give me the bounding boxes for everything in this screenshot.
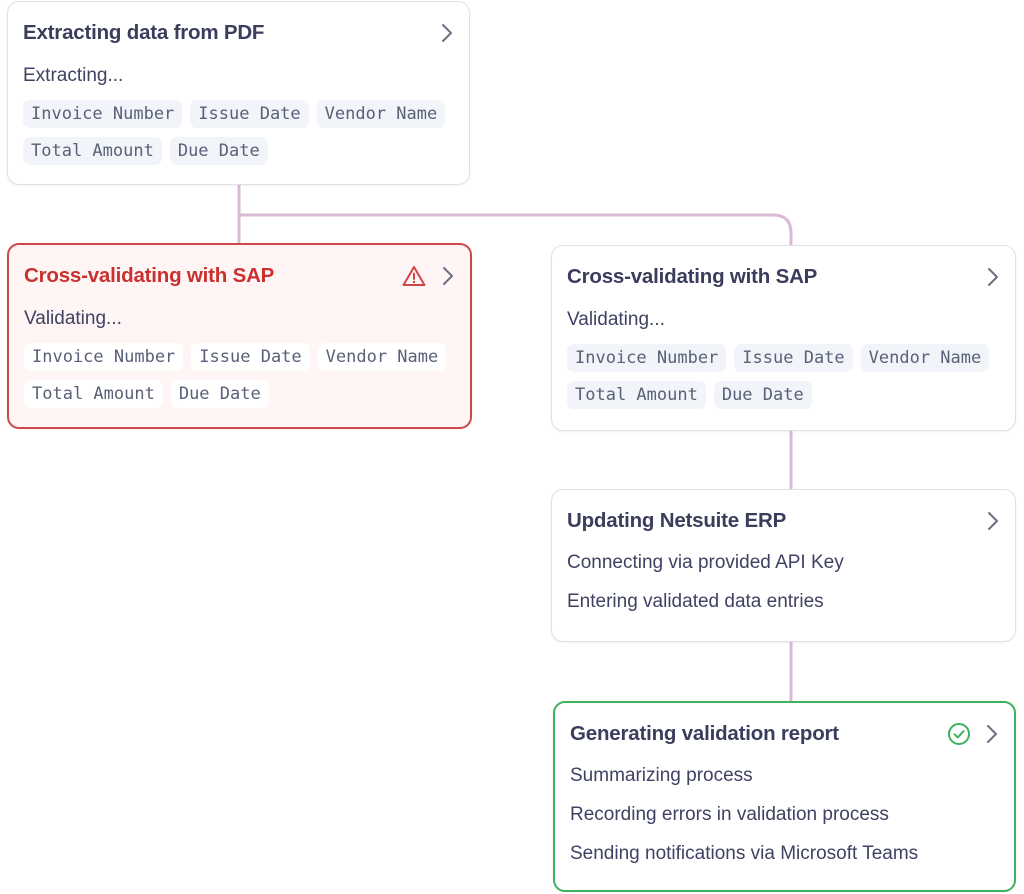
field-chip: Vendor Name: [317, 343, 447, 371]
chevron-right-icon[interactable]: [441, 266, 455, 286]
card-status-line: Connecting via provided API Key: [567, 552, 844, 573]
field-chip: Issue Date: [190, 100, 309, 128]
field-chips: Invoice Number Issue Date Vendor Name To…: [567, 344, 1000, 409]
field-chip: Vendor Name: [316, 100, 446, 128]
field-chip: Due Date: [713, 381, 812, 409]
card-title: Cross-validating with SAP: [24, 264, 275, 287]
chevron-right-icon[interactable]: [440, 23, 454, 43]
card-status-line: Sending notifications via Microsoft Team…: [570, 843, 919, 864]
field-chip: Invoice Number: [567, 344, 727, 372]
card-status-lines: Summarizing process Recording errors in …: [570, 764, 999, 866]
field-chip: Total Amount: [23, 137, 162, 165]
step-card-report[interactable]: Generating validation report Summarizing…: [553, 701, 1016, 892]
check-circle-icon: [947, 722, 971, 746]
field-chip: Issue Date: [191, 343, 310, 371]
card-title: Generating validation report: [570, 722, 839, 745]
card-status-line: Summarizing process: [570, 765, 753, 786]
field-chip: Total Amount: [567, 381, 706, 409]
card-status-line: Recording errors in validation process: [570, 804, 889, 825]
field-chip: Vendor Name: [860, 344, 990, 372]
card-status-lines: Connecting via provided API Key Entering…: [567, 551, 1000, 614]
step-card-sap[interactable]: Cross-validating with SAP Validating... …: [551, 245, 1016, 431]
field-chips: Invoice Number Issue Date Vendor Name To…: [23, 100, 454, 165]
step-card-netsuite[interactable]: Updating Netsuite ERP Connecting via pro…: [551, 489, 1016, 642]
chevron-right-icon[interactable]: [985, 724, 999, 744]
field-chip: Total Amount: [24, 380, 163, 408]
field-chip: Due Date: [170, 380, 269, 408]
field-chips: Invoice Number Issue Date Vendor Name To…: [24, 343, 455, 408]
card-status: Extracting...: [23, 65, 124, 86]
field-chip: Invoice Number: [23, 100, 183, 128]
step-card-sap-error[interactable]: Cross-validating with SAP Validating... …: [7, 243, 472, 429]
field-chip: Due Date: [169, 137, 268, 165]
card-status: Validating...: [24, 308, 122, 329]
card-status: Validating...: [567, 309, 665, 330]
chevron-right-icon[interactable]: [986, 267, 1000, 287]
card-title: Cross-validating with SAP: [567, 265, 818, 288]
step-card-extract[interactable]: Extracting data from PDF Extracting... I…: [7, 1, 470, 185]
field-chip: Issue Date: [734, 344, 853, 372]
card-title: Updating Netsuite ERP: [567, 509, 787, 532]
warning-triangle-icon: [401, 264, 427, 288]
chevron-right-icon[interactable]: [986, 511, 1000, 531]
card-title: Extracting data from PDF: [23, 21, 265, 44]
field-chip: Invoice Number: [24, 343, 184, 371]
card-status-line: Entering validated data entries: [567, 591, 824, 612]
